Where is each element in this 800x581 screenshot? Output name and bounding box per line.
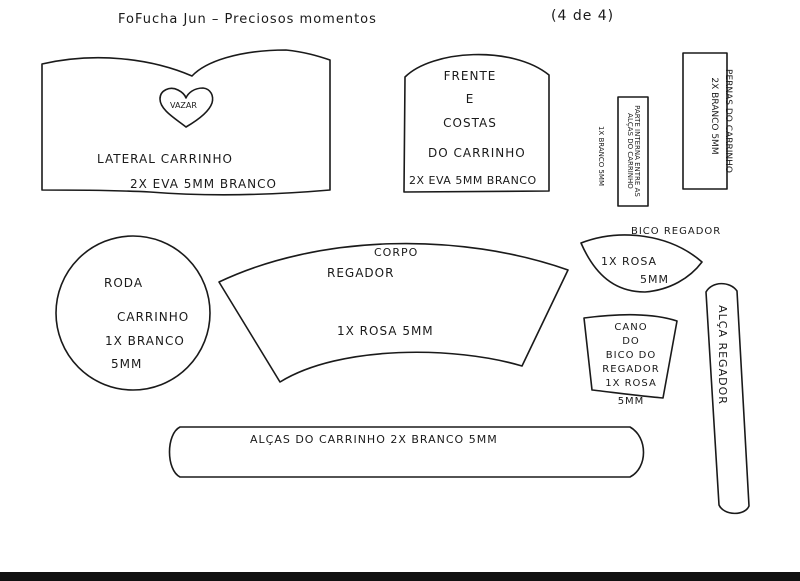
alcas-carrinho-outline xyxy=(168,426,645,478)
cano-line4: REGADOR xyxy=(602,364,660,375)
heart-cutout xyxy=(159,87,214,128)
bico-name: BICO REGADOR xyxy=(631,226,722,237)
alca-regador-outline xyxy=(705,282,750,515)
parte-interna-name: PARTE INTERNA ENTRE AS ALÇAS DO CARRINHO xyxy=(626,105,641,197)
frente-costas-outline xyxy=(403,53,550,193)
frente-line2: E xyxy=(465,92,475,106)
bico-line1: 1x ROSA xyxy=(601,255,658,268)
bico-regador-outline xyxy=(580,234,703,293)
roda-line2: CARRINHO xyxy=(117,310,190,324)
corpo-line2: REGADOR xyxy=(327,266,395,280)
lateral-carrinho-outline xyxy=(41,49,331,196)
pernas-outline xyxy=(682,52,728,190)
parte-interna-spec: 1x BRANCO 5mm xyxy=(597,125,605,187)
frente-line4: DO CARRINHO xyxy=(428,146,526,160)
lateral-spec: 2x EVA 5mm BRANCO xyxy=(130,177,277,191)
frente-line1: FRENTE xyxy=(443,69,497,83)
pernas-name: PERNAS DO CARRINHO xyxy=(723,69,733,173)
cano-line3: BICO DO xyxy=(605,350,657,361)
roda-line4: 5mm xyxy=(111,357,143,371)
page-indicator: (4 de 4) xyxy=(551,8,615,24)
parte-interna-outline xyxy=(617,96,649,207)
frente-spec: 2x EVA 5mm BRANCO xyxy=(409,174,537,187)
cano-outline xyxy=(583,313,678,399)
lateral-name: LATERAL CARRINHO xyxy=(97,152,233,166)
corpo-spec: 1x ROSA 5mm xyxy=(337,324,434,338)
alca-regador-name: ALÇA REGADOR xyxy=(716,305,729,405)
roda-line1: RODA xyxy=(104,276,144,290)
cano-line2: DO xyxy=(622,336,640,347)
roda-outline xyxy=(55,235,211,391)
sheet-title: FoFucha Jun – Preciosos momentos xyxy=(118,12,377,27)
roda-line3: 1x BRANCO xyxy=(105,334,185,348)
corpo-line1: CORPO xyxy=(374,246,419,259)
alcas-carrinho-name: ALÇAS DO CARRINHO 2x BRANCO 5mm xyxy=(250,433,498,446)
heart-label: VAZAR xyxy=(170,101,197,110)
frente-line3: COSTAS xyxy=(443,116,497,130)
corpo-regador-outline xyxy=(218,242,569,383)
scan-edge-bar xyxy=(0,572,800,581)
cano-line1: CANO xyxy=(614,322,648,333)
cano-line6: 5mm xyxy=(617,396,645,407)
bico-line2: 5mm xyxy=(640,273,669,286)
cano-line5: 1x ROSA xyxy=(605,378,657,389)
pernas-spec: 2x BRANCO 5mm xyxy=(709,77,719,155)
